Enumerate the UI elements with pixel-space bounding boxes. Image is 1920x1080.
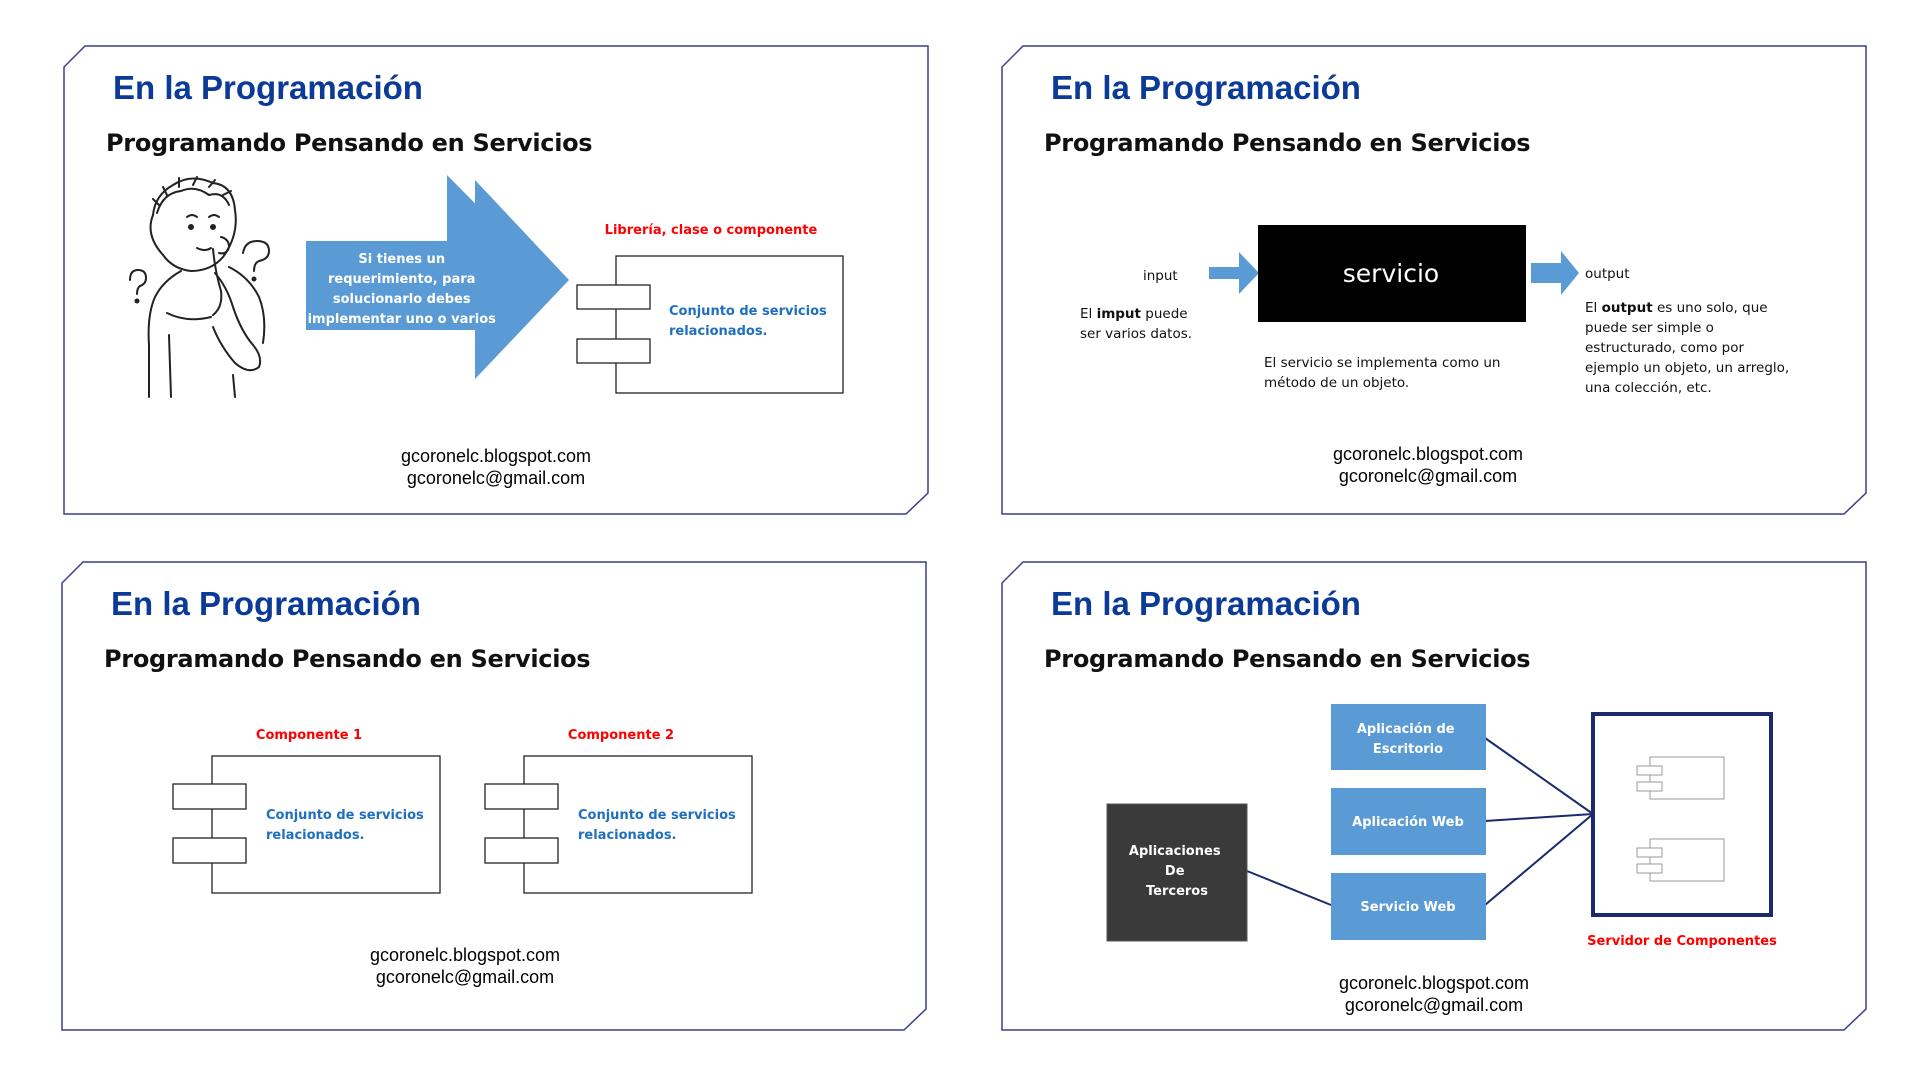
- component-label: Librería, clase o componente: [605, 223, 818, 238]
- input-description: El imput puede ser varios datos.: [1080, 306, 1192, 342]
- slide-frame: [61, 561, 927, 1031]
- service-box: [1258, 225, 1526, 322]
- third-party-apps-box: Aplicaciones De Terceros: [1106, 803, 1248, 942]
- svg-text:Servicio Web: Servicio Web: [1360, 900, 1455, 915]
- app-desktop-box: Aplicación de Escritorio: [1331, 704, 1486, 770]
- email: gcoronelc@gmail.com: [375, 967, 555, 987]
- component-icon: [1636, 756, 1725, 800]
- component-text: Conjunto de servicios relacionados.: [669, 304, 831, 339]
- component-1: Componente 1 Conjunto de servicios relac…: [172, 728, 441, 894]
- app-web-box: Aplicación Web: [1331, 788, 1486, 855]
- service-description: El servicio se implementa como un método…: [1264, 355, 1505, 391]
- requirement-arrow-shape: Si tienes un requerimiento, para solucio…: [306, 180, 844, 394]
- slide-frame: [63, 45, 929, 515]
- service-diagram: input servicio output El imput puede ser…: [1080, 225, 1794, 396]
- slide-subtitle: Programando Pensando en Servicios: [106, 129, 593, 157]
- slide-subtitle: Programando Pensando en Servicios: [104, 645, 591, 673]
- svg-text:Aplicación Web: Aplicación Web: [1352, 815, 1464, 830]
- slide-subtitle: Programando Pensando en Servicios: [1044, 129, 1531, 157]
- component-2-label: Componente 2: [568, 728, 674, 743]
- slide-2: En la Programación Programando Pensando …: [1001, 45, 1867, 515]
- slide-title: En la Programación: [1051, 69, 1361, 106]
- slide-1: En la Programación Programando Pensando …: [63, 45, 929, 515]
- component-icon: [1636, 838, 1725, 882]
- slide-frame: [1001, 561, 1867, 1031]
- blog-url: gcoronelc.blogspot.com: [1332, 444, 1524, 464]
- connector-lines: [1246, 737, 1594, 906]
- slide-title: En la Programación: [111, 585, 421, 622]
- component-1-label: Componente 1: [256, 728, 362, 743]
- question-mark-icon: [242, 239, 271, 282]
- slide-frame: [1001, 45, 1867, 515]
- footer-contact: gcoronelc.blogspot.com gcoronelc@gmail.c…: [1001, 972, 1867, 1016]
- slide-title: En la Programación: [113, 69, 423, 106]
- email: gcoronelc@gmail.com: [1338, 466, 1518, 486]
- output-arrow: [1531, 251, 1579, 295]
- component-2-text: Conjunto de servicios relacionados.: [578, 808, 740, 843]
- blog-url: gcoronelc.blogspot.com: [400, 446, 592, 466]
- svg-text:Aplicaciones De: Aplicaciones De Terceros: [1129, 844, 1225, 899]
- component-server-box: [1591, 712, 1773, 917]
- server-label: Servidor de Componentes: [1587, 934, 1777, 949]
- slide-title: En la Programación: [1051, 585, 1361, 622]
- component-box: [576, 255, 844, 394]
- output-description: El output es uno solo, que puede ser sim…: [1585, 300, 1794, 396]
- input-label: input: [1143, 268, 1178, 284]
- input-arrow: [1209, 252, 1259, 294]
- blog-url: gcoronelc.blogspot.com: [369, 945, 561, 965]
- footer-contact: gcoronelc.blogspot.com gcoronelc@gmail.c…: [32, 944, 898, 988]
- email: gcoronelc@gmail.com: [1344, 995, 1524, 1015]
- component-1-text: Conjunto de servicios relacionados.: [266, 808, 428, 843]
- service-label: servicio: [1343, 259, 1439, 288]
- web-service-box: Servicio Web: [1331, 873, 1486, 940]
- component-2: Componente 2 Conjunto de servicios relac…: [484, 728, 753, 894]
- slide-4: En la Programación Programando Pensando …: [1001, 561, 1867, 1031]
- slide-3: En la Programación Programando Pensando …: [61, 561, 927, 1031]
- footer-contact: gcoronelc.blogspot.com gcoronelc@gmail.c…: [995, 443, 1861, 487]
- slide-subtitle: Programando Pensando en Servicios: [1044, 645, 1531, 673]
- components-diagram: Componente 1 Conjunto de servicios relac…: [172, 728, 753, 894]
- arrow-text: Si tienes un requerimiento, para solucio…: [308, 252, 501, 347]
- architecture-diagram: Aplicación de Escritorio Aplicación Web …: [1106, 704, 1777, 949]
- email: gcoronelc@gmail.com: [406, 468, 586, 488]
- footer-contact: gcoronelc.blogspot.com gcoronelc@gmail.c…: [63, 445, 929, 489]
- svg-text:Aplicación de Escritor: Aplicación de Escritorio: [1357, 722, 1459, 757]
- thinking-person-icon: [147, 176, 266, 398]
- output-label: output: [1585, 266, 1630, 282]
- blog-url: gcoronelc.blogspot.com: [1338, 973, 1530, 993]
- question-mark-icon: [129, 268, 148, 304]
